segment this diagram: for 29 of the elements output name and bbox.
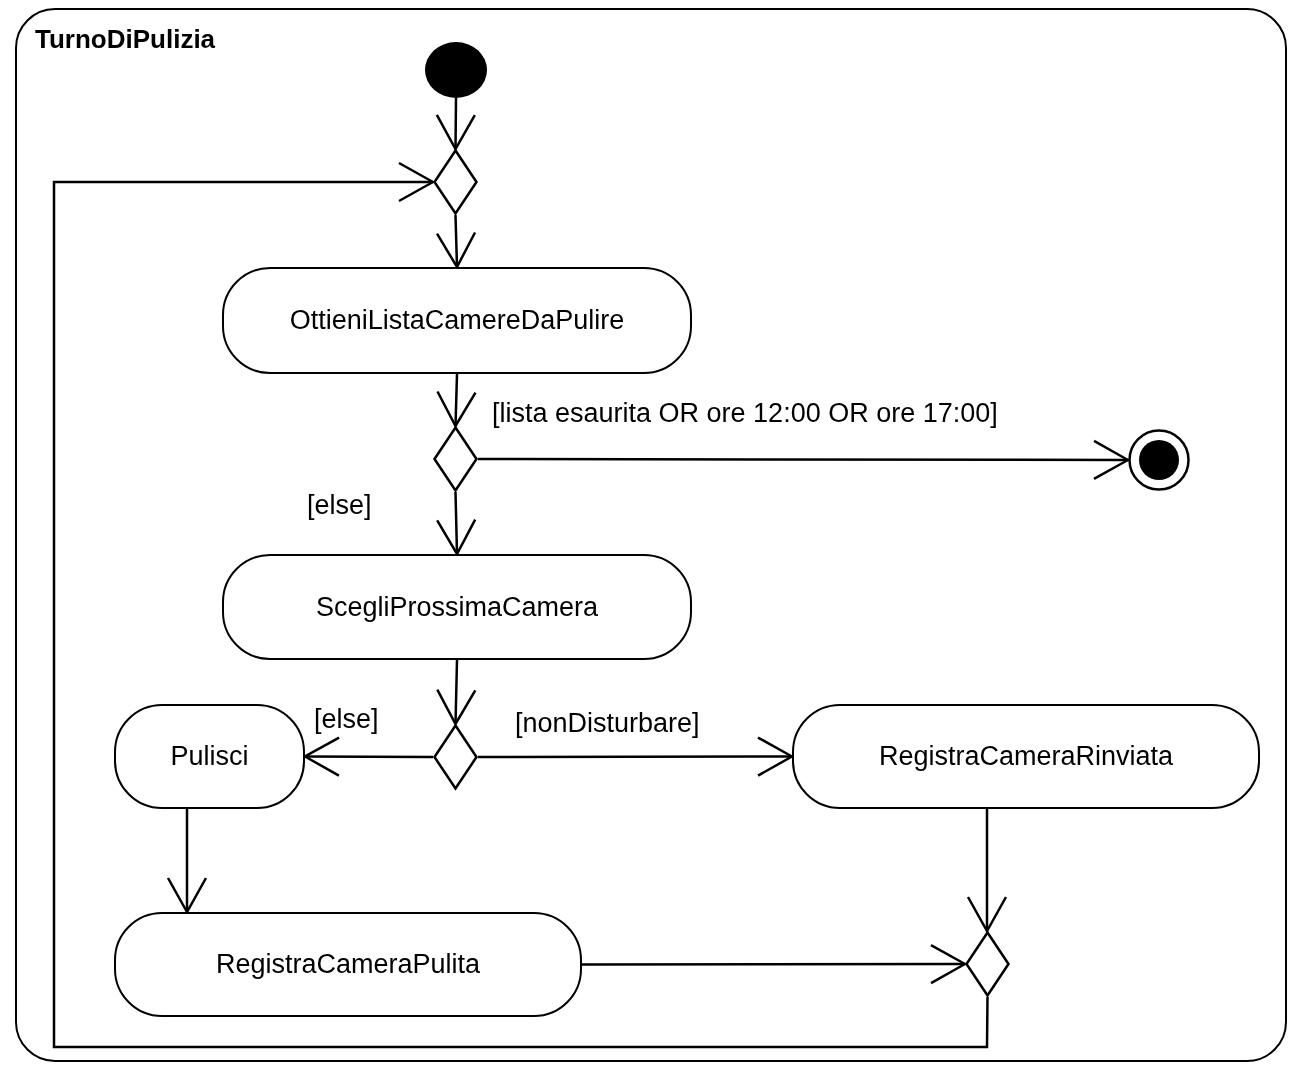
decision-diamond — [433, 426, 478, 492]
action-box: ScegliProssimaCamera — [222, 554, 692, 660]
guard-label: [else] — [307, 490, 372, 521]
control-flow-arrow — [582, 943, 967, 985]
control-flow-arrow — [435, 98, 477, 151]
guard-label: [nonDisturbare] — [515, 708, 700, 739]
guard-label: [lista esaurita OR ore 12:00 OR ore 17:00] — [492, 398, 998, 429]
action-box: RegistraCameraPulita — [114, 912, 582, 1017]
control-flow-arrow — [436, 659, 477, 726]
guard-label: [else] — [314, 704, 379, 735]
activity-title: TurnoDiPulizia — [35, 24, 216, 55]
control-flow-arrow — [435, 491, 477, 556]
control-flow-arrow — [166, 809, 208, 914]
control-flow-arrow — [478, 736, 794, 777]
action-box: Pulisci — [114, 704, 305, 809]
control-flow-arrow — [436, 373, 477, 428]
decision-diamond — [965, 931, 1010, 997]
action-box: OttieniListaCamereDaPulire — [222, 267, 692, 374]
decision-diamond — [433, 724, 478, 790]
control-flow-arrow — [478, 439, 1130, 481]
control-flow-arrow — [52, 161, 989, 1049]
control-flow-arrow — [435, 214, 477, 269]
decision-diamond — [433, 149, 478, 215]
action-box: RegistraCameraRinviata — [792, 704, 1260, 809]
control-flow-arrow — [966, 809, 1008, 933]
final-node — [1128, 429, 1190, 491]
initial-node — [425, 42, 487, 98]
control-flow-arrow — [303, 736, 433, 777]
activity-frame — [15, 8, 1287, 1062]
